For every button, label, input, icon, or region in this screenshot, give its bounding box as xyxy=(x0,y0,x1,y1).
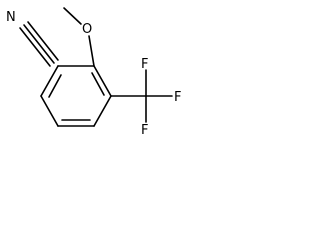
ring-double-bond xyxy=(91,72,105,96)
triple-bond xyxy=(19,27,51,67)
ring-bond xyxy=(40,65,59,97)
ring-bond xyxy=(40,95,59,127)
nitrile-group: N xyxy=(6,10,59,67)
molecule-structure: N O F F F xyxy=(6,7,181,138)
fluorine-bottom-label: F xyxy=(141,123,148,138)
ring-bond xyxy=(93,65,112,97)
ring-bond xyxy=(93,95,112,127)
fluorine-right-label: F xyxy=(174,90,181,105)
nitrile-nitrogen-label: N xyxy=(6,10,16,25)
structure-canvas: N O F F F xyxy=(0,0,194,160)
methoxy-oxygen-label: O xyxy=(82,22,92,37)
trifluoromethyl-group: F F F xyxy=(110,57,181,138)
ring-double-bond xyxy=(48,74,62,98)
fluorine-top-label: F xyxy=(141,57,148,72)
triple-bond xyxy=(27,21,59,61)
triple-bond xyxy=(23,24,55,64)
methoxy-bond xyxy=(88,35,95,67)
benzene-ring xyxy=(40,65,112,127)
methyl-bond xyxy=(63,7,82,25)
methoxy-group: O xyxy=(63,7,95,67)
